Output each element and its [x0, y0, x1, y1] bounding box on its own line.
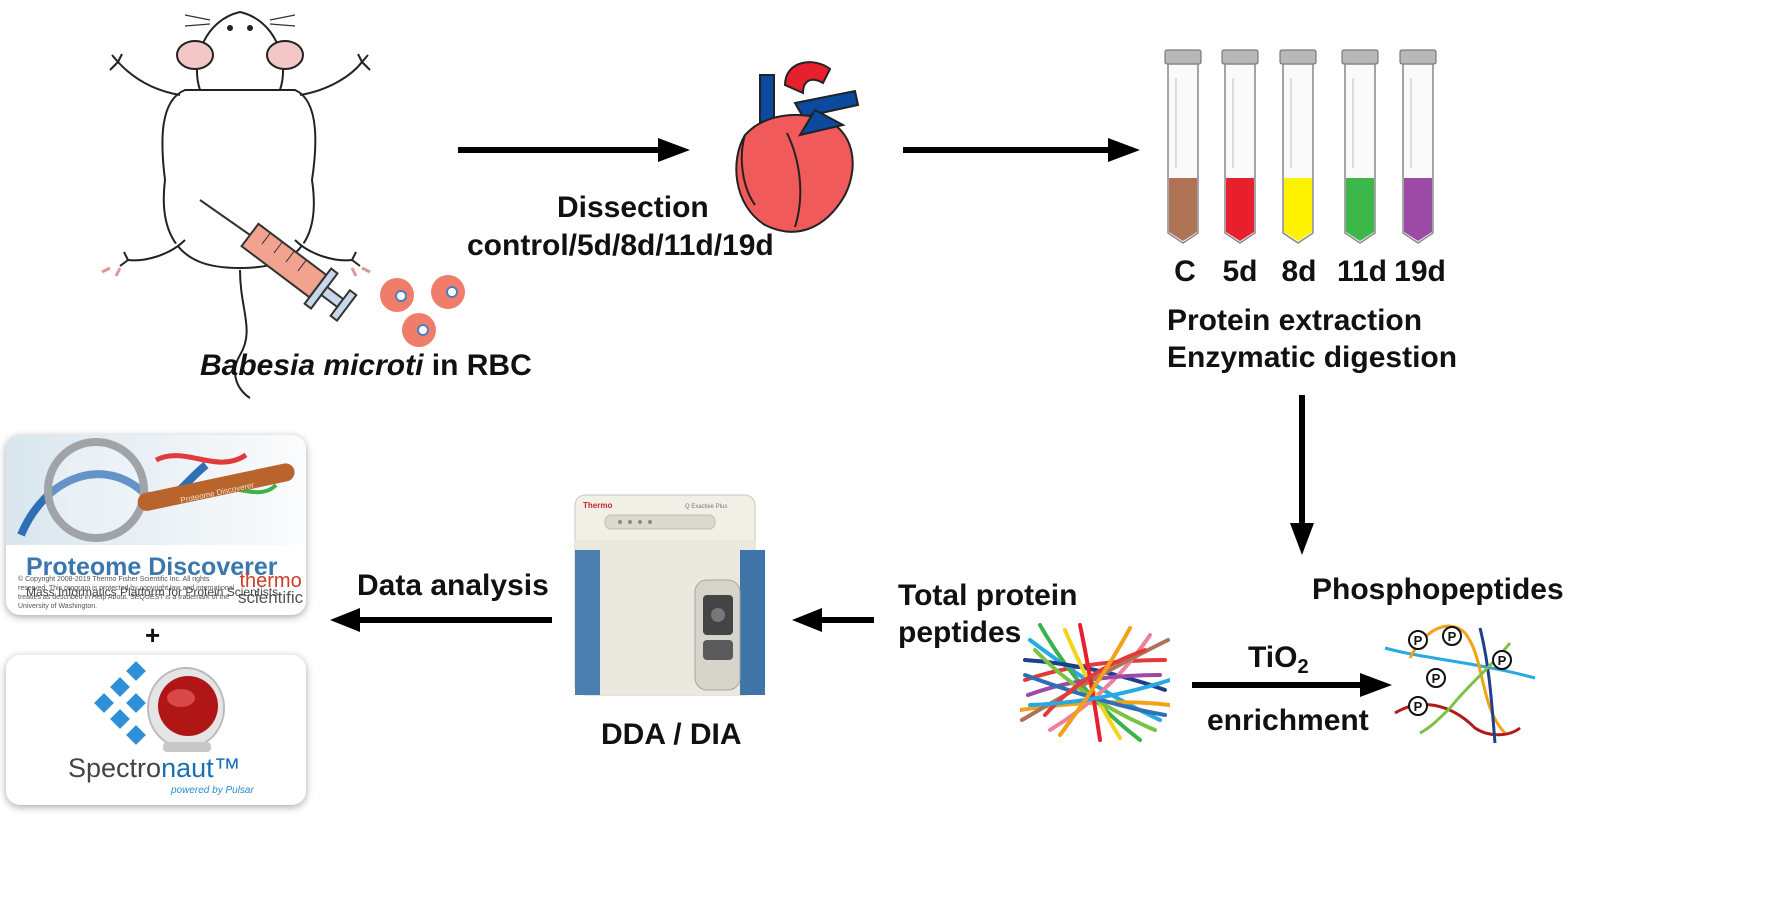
- peptide-strand: [1028, 678, 1170, 707]
- dda-dia-label: DDA / DIA: [601, 718, 742, 751]
- enrichment-label: enrichment: [1207, 704, 1369, 737]
- arrow-mouse-to-heart: [458, 138, 690, 162]
- pd-title: Proteome Discoverer: [26, 553, 278, 581]
- peptide-strand: [1043, 648, 1147, 717]
- ms-brand: Thermo: [583, 501, 612, 510]
- peptides-label: peptides: [898, 616, 1022, 649]
- red-blood-cells-icon: [380, 275, 465, 347]
- sample-tube: [1341, 49, 1379, 244]
- arrow-down-to-phospho: [1290, 395, 1314, 555]
- peptide-mixture-illustration: [1020, 623, 1170, 742]
- phosphopeptides-label: Phosphopeptides: [1312, 573, 1564, 606]
- peptide-strand: [1048, 633, 1152, 732]
- tube-label-19d: 19d: [1394, 255, 1446, 288]
- mouse-illustration: [101, 10, 371, 399]
- ms-model: Q Exactive Plus: [685, 504, 727, 510]
- spectronaut-card: Spectronaut™ powered by Pulsar: [6, 655, 306, 805]
- peptide-strand: [1038, 623, 1142, 742]
- sample-tube: [1399, 49, 1437, 244]
- phosphate-marker: P: [1426, 668, 1446, 688]
- phosphate-marker: P: [1442, 626, 1462, 646]
- svg-text:P: P: [1414, 633, 1423, 648]
- dissection-timepoints: control/5d/8d/11d/19d: [467, 229, 774, 262]
- data-analysis-label: Data analysis: [357, 569, 549, 602]
- svg-text:P: P: [1414, 699, 1423, 714]
- thermo-scientific-logo: thermo scientific: [238, 570, 304, 607]
- tio2-reagent-label: TiO2: [1248, 641, 1309, 678]
- arrow-enrichment: [1192, 673, 1392, 697]
- sample-tubes: [1164, 49, 1437, 244]
- sample-tube: [1164, 49, 1202, 244]
- dissection-label: Dissection: [557, 191, 709, 224]
- tube-label-control: C: [1174, 255, 1196, 288]
- svg-text:P: P: [1498, 653, 1507, 668]
- phosphate-marker: P: [1492, 650, 1512, 670]
- thermo-word: thermo: [239, 570, 302, 592]
- peptide-strand: [1023, 673, 1167, 717]
- protein-extraction-label: Protein extraction: [1167, 304, 1423, 337]
- scientific-word: scientific: [238, 588, 304, 607]
- syringe-icon: [199, 199, 358, 322]
- magnifier-banner: Proteome Discoverer: [6, 435, 306, 545]
- heart-icon: [735, 61, 860, 233]
- arrow-to-software: [330, 608, 552, 632]
- tube-label-11d: 11d: [1336, 255, 1388, 288]
- tube-label-8d: 8d: [1281, 255, 1317, 288]
- plus-sign: +: [145, 620, 161, 650]
- svg-text:P: P: [1448, 629, 1457, 644]
- arrow-heart-to-tubes: [903, 138, 1140, 162]
- sample-tube: [1279, 49, 1317, 244]
- arrow-to-ms: [792, 608, 874, 632]
- peptide-strand: [1058, 626, 1132, 737]
- mouse-label: Babesia microti in RBC: [200, 349, 532, 382]
- spectronaut-logo-icon: [94, 661, 225, 752]
- phosphate-marker: P: [1408, 696, 1428, 716]
- pd-copyright: © Copyright 2008-2019 Thermo Fisher Scie…: [18, 576, 235, 611]
- spectronaut-name: Spectronaut™: [68, 753, 241, 783]
- proteome-discoverer-card: Proteome Discoverer Proteome Discoverer …: [6, 435, 306, 615]
- pd-subtitle: Mass Informatics Platform for Protein Sc…: [26, 585, 279, 599]
- phosphate-marker: P: [1408, 630, 1428, 650]
- sample-tube: [1221, 49, 1259, 244]
- svg-text:P: P: [1432, 671, 1441, 686]
- tube-label-5d: 5d: [1222, 255, 1258, 288]
- mass-spectrometer-image: Thermo Q Exactive Plus: [574, 494, 765, 696]
- total-protein-label: Total protein: [898, 579, 1078, 612]
- spectronaut-tagline: powered by Pulsar: [171, 785, 254, 796]
- enzymatic-digestion-label: Enzymatic digestion: [1167, 341, 1458, 374]
